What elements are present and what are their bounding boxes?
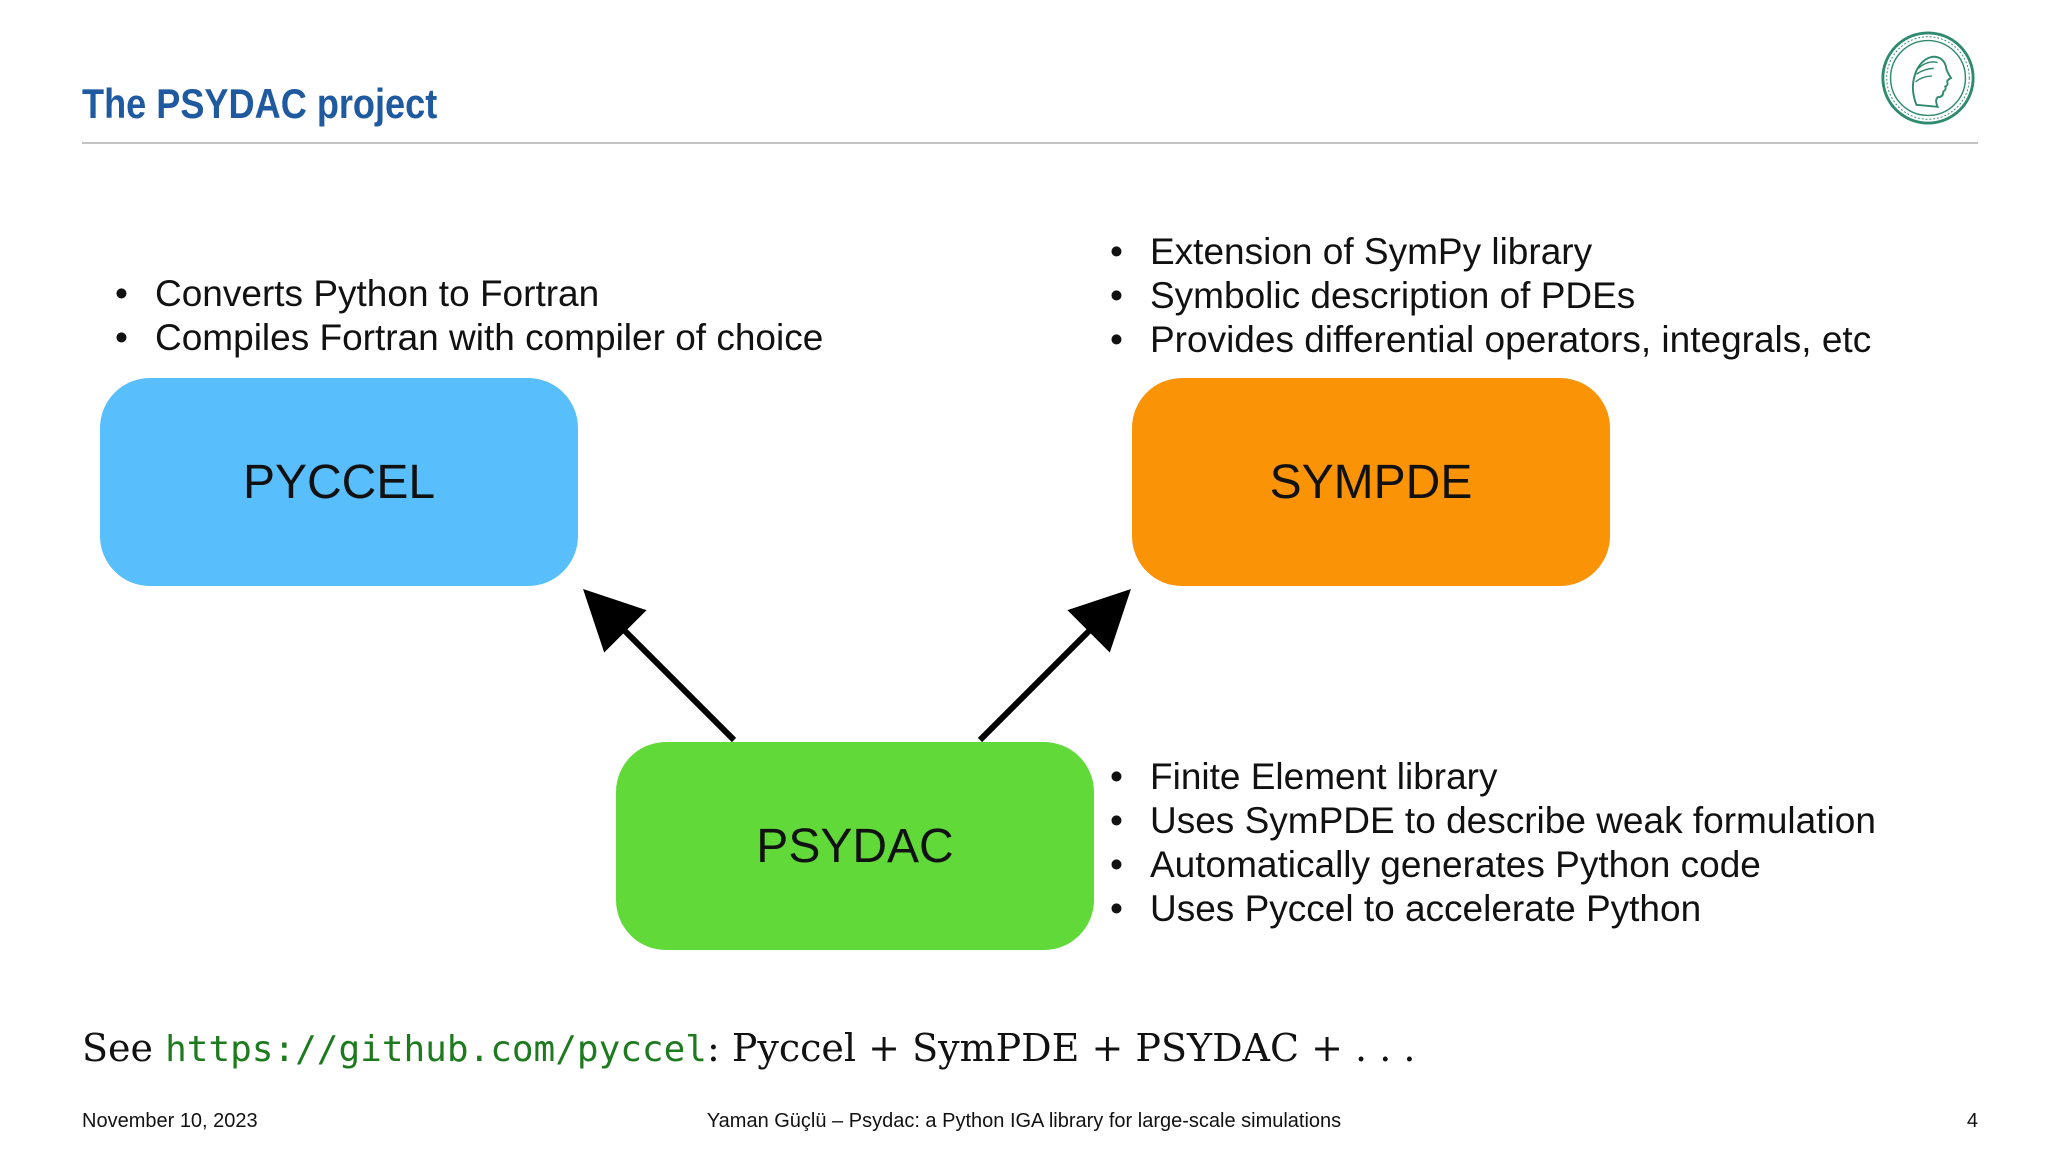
sympde-bullet: Extension of SymPy library: [1110, 230, 1871, 274]
minerva-seal-icon: [1881, 31, 1975, 125]
arrow-psydac-to-pyccel: [583, 589, 737, 743]
psydac-description: Finite Element library Uses SymPDE to de…: [1110, 755, 1876, 931]
title-divider: [82, 142, 1978, 144]
pyccel-label: PYCCEL: [242, 455, 436, 509]
github-link[interactable]: https://github.com/pyccel: [165, 1029, 707, 1070]
psydac-bullet: Automatically generates Python code: [1110, 843, 1876, 887]
pyccel-box: PYCCEL: [100, 378, 578, 586]
psydac-bullet: Uses SymPDE to describe weak formulation: [1110, 799, 1876, 843]
page-number: 4: [1966, 1110, 1978, 1132]
reference-line: See https://github.com/pyccel: Pyccel + …: [82, 1026, 1415, 1070]
sympde-description: Extension of SymPy library Symbolic desc…: [1110, 230, 1871, 362]
psydac-box: PSYDAC: [616, 742, 1094, 950]
psydac-bullet: Finite Element library: [1110, 755, 1876, 799]
reference-suffix: : Pyccel + SymPDE + PSYDAC + . . .: [706, 1026, 1416, 1070]
arrow-psydac-to-sympde: [977, 589, 1131, 743]
pyccel-bullet: Converts Python to Fortran: [115, 272, 823, 316]
psydac-label: PSYDAC: [756, 819, 954, 873]
sympde-bullet: Provides differential operators, integra…: [1110, 318, 1871, 362]
slide-title: The PSYDAC project: [82, 80, 438, 127]
pyccel-description: Converts Python to Fortran Compiles Fort…: [115, 272, 823, 360]
sympde-label: SYMPDE: [1269, 455, 1473, 509]
pyccel-bullet: Compiles Fortran with compiler of choice: [115, 316, 823, 360]
footer-date: November 10, 2023: [82, 1110, 258, 1132]
reference-prefix: See: [82, 1026, 166, 1070]
psydac-bullet: Uses Pyccel to accelerate Python: [1110, 887, 1876, 931]
sympde-bullet: Symbolic description of PDEs: [1110, 274, 1871, 318]
footer-talk-title: Yaman Güçlü – Psydac: a Python IGA libra…: [706, 1110, 1342, 1132]
sympde-box: SYMPDE: [1132, 378, 1610, 586]
